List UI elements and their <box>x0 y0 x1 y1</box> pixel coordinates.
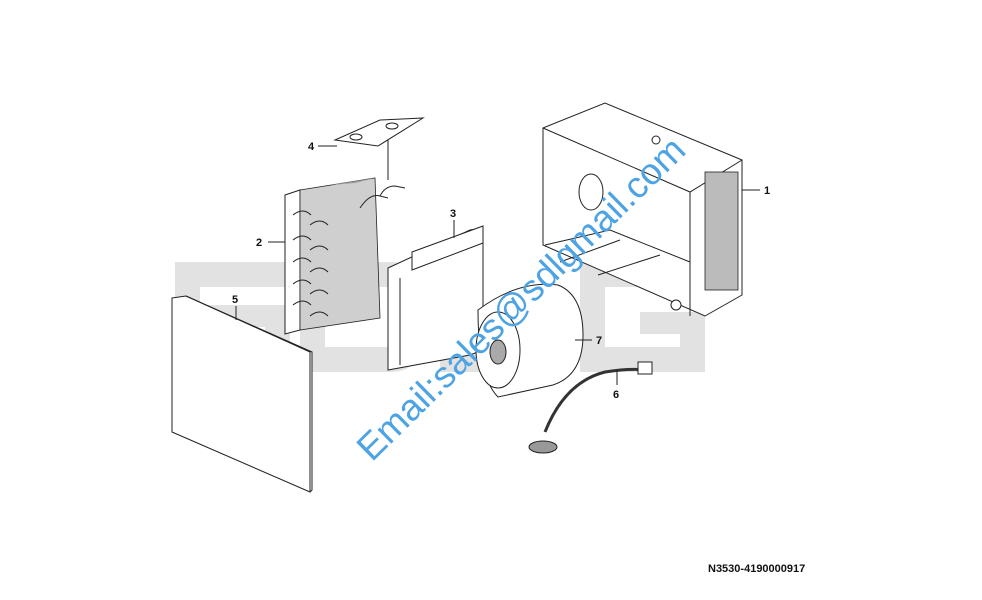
drawing-code: N3530-4190000917 <box>708 563 806 575</box>
heater-core <box>284 177 406 335</box>
callout-5: 5 <box>232 294 238 306</box>
gasket-hole <box>349 133 363 141</box>
callout-1: 1 <box>764 185 770 197</box>
housing-box <box>542 102 743 317</box>
gasket-hole <box>385 122 399 130</box>
callout-2: 2 <box>256 237 262 249</box>
callout-3: 3 <box>450 208 456 220</box>
callout-7: 7 <box>596 335 602 347</box>
blower-fan <box>475 283 584 398</box>
callout-4: 4 <box>308 141 315 153</box>
mounting-bracket <box>387 225 484 371</box>
gasket <box>333 117 425 147</box>
callout-6: 6 <box>613 389 619 401</box>
leader-lines <box>235 140 760 385</box>
wire-harness <box>528 361 653 454</box>
